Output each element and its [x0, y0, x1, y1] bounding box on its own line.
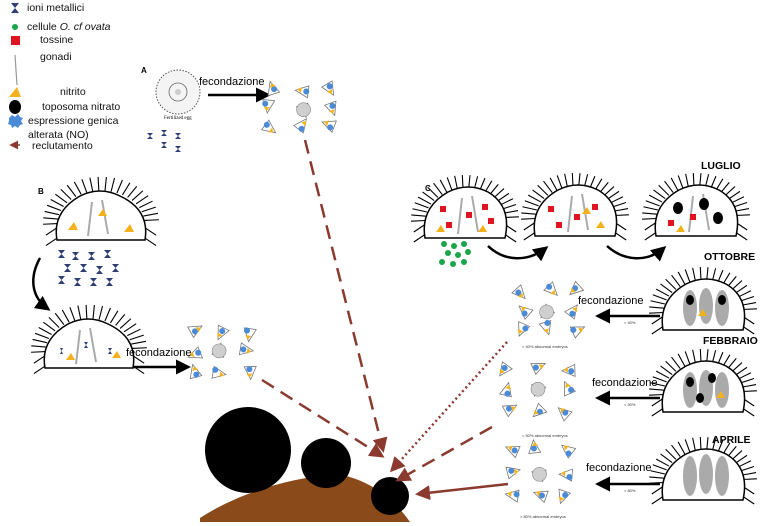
fertilization-label-feb: fecondazione	[592, 377, 658, 389]
legend-symbols	[8, 3, 23, 150]
fertilization-arrows	[32, 87, 667, 492]
embryo-note-october: < 40% abnormal embryos	[522, 344, 568, 349]
panel-label-c: C	[425, 184, 431, 193]
legend-recruitment: reclutamento	[32, 140, 93, 152]
urchin-february	[649, 349, 757, 417]
month-label-july: LUGLIO	[701, 160, 741, 172]
metal-ions-a	[147, 130, 181, 152]
embryos-b	[187, 324, 257, 381]
fertilization-label-oct: fecondazione	[578, 295, 644, 307]
seabed	[200, 474, 410, 522]
fertilized-egg-label: Fertilized egg	[164, 116, 192, 121]
embryo-note-april: > 80% abnormal embryos	[520, 514, 566, 519]
embryo-note-february: < 50% abnormal embryos	[522, 433, 568, 438]
legend-gene-expression-2: alterata (NO)	[28, 129, 89, 141]
urchin-october	[649, 267, 757, 335]
metal-ion-icon	[11, 3, 19, 13]
recruitment-arrows	[261, 139, 509, 501]
progression-arrow-c2	[606, 245, 667, 262]
urchin-april	[649, 437, 757, 505]
month-label-october: OTTOBRE	[704, 251, 756, 263]
fertilization-label-b: fecondazione	[126, 347, 192, 359]
urchin-b-bottom	[31, 304, 147, 375]
legend-toxins: tossine	[40, 34, 74, 46]
embryos-october	[511, 280, 586, 339]
legend-ovata: cellule O. cf ovata	[27, 21, 110, 33]
accumulation-arrow-b	[32, 257, 51, 311]
arrow-note-february: < 50%	[624, 402, 636, 407]
embryos-a	[260, 80, 337, 134]
gene-expression-icon	[8, 114, 23, 128]
progression-arrow-c1	[487, 245, 549, 262]
ovata-cell-icon	[12, 24, 18, 30]
panel-label-b: B	[38, 187, 44, 196]
toxin-icon	[11, 36, 20, 45]
arrow-note-april: > 80%	[624, 488, 636, 493]
metal-ions-b	[58, 250, 119, 286]
legend-nitrite: nitrito	[60, 86, 86, 98]
embryos-february	[498, 361, 577, 422]
recruitment-arrow-feb	[395, 425, 493, 482]
urchin-c-1	[411, 175, 519, 243]
fertilization-label-a: fecondazione	[199, 76, 265, 88]
recruitment-arrow-a	[303, 139, 388, 453]
arrow-note-october: < 40%	[624, 320, 636, 325]
urchin-c-2	[521, 173, 629, 241]
legend-gene-expression-1: espressione genica	[28, 115, 119, 127]
seabed-scene	[200, 407, 410, 522]
panel-label-a: A	[141, 66, 147, 75]
legend-gonads: gonadi	[40, 51, 72, 63]
month-label-april: APRILE	[712, 434, 751, 446]
embryos-april	[504, 438, 577, 505]
nitrite-icon	[9, 87, 21, 97]
month-label-february: FEBBRAIO	[703, 335, 758, 347]
urchin-july	[642, 173, 750, 241]
legend-ovata-species: O. cf ovata	[59, 21, 111, 33]
urchin-b-top	[43, 176, 159, 247]
gonad-icon	[14, 54, 18, 86]
medium-sea-urchin	[301, 438, 351, 488]
large-sea-urchin	[205, 407, 291, 493]
ovata-cells-c	[439, 241, 471, 267]
fertilized-egg	[155, 69, 201, 115]
recruitment-arrow-b	[261, 378, 385, 458]
small-sea-urchin	[371, 477, 409, 515]
legend-metal-ions: ioni metallici	[27, 2, 85, 14]
legend-toposome: toposoma nitrato	[42, 101, 121, 113]
toposome-icon	[9, 100, 21, 114]
recruitment-arrow-apr	[415, 482, 509, 501]
legend-ovata-prefix: cellule	[27, 21, 60, 33]
fertilization-label-apr: fecondazione	[586, 462, 652, 474]
recruitment-arrow-oct	[389, 341, 508, 473]
